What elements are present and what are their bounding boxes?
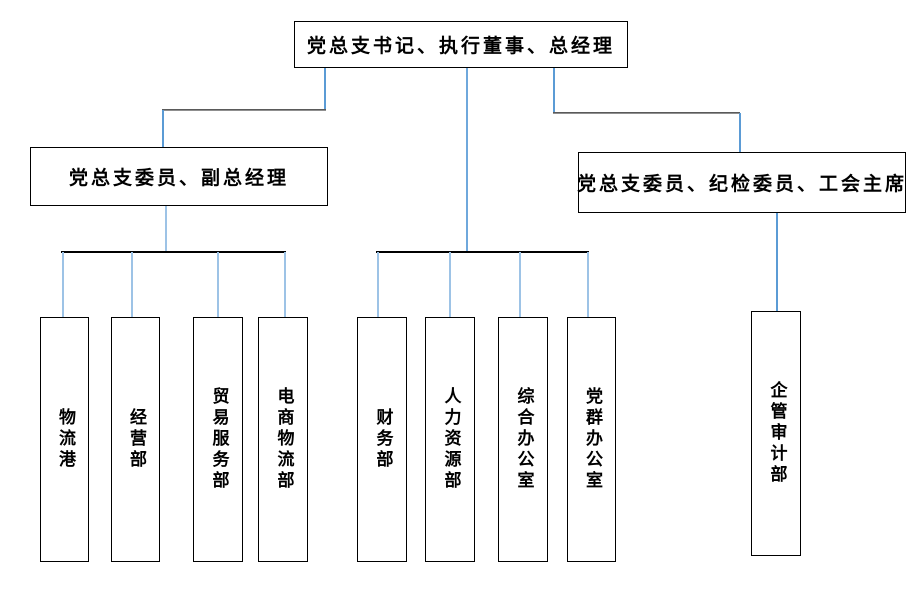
connector-middle-distribution-bar bbox=[376, 251, 589, 253]
connector-root-right-stub bbox=[553, 68, 555, 113]
org-box-committee-union-chair: 党总支委员、纪检委员、工会主席 bbox=[577, 152, 906, 213]
org-box-dept-finance: 财务部 bbox=[357, 317, 407, 562]
org-box-root: 党总支书记、执行董事、总经理 bbox=[294, 21, 628, 68]
dept-label: 财务部 bbox=[372, 408, 393, 471]
connector-drop-trade-services bbox=[217, 252, 219, 317]
dept-label: 综合办公室 bbox=[513, 387, 534, 492]
dept-label: 贸易服务部 bbox=[208, 387, 229, 492]
connector-drop-logistics-port bbox=[62, 252, 64, 317]
org-box-dept-logistics-port: 物流港 bbox=[40, 317, 89, 562]
connector-root-left-stub bbox=[324, 68, 326, 110]
org-box-dept-party-masses-office: 党群办公室 bbox=[567, 317, 616, 562]
org-box-dept-human-resources: 人力资源部 bbox=[425, 317, 475, 562]
dept-label: 经营部 bbox=[126, 408, 146, 471]
dept-label: 人力资源部 bbox=[440, 387, 461, 492]
connector-drop-human-resources bbox=[449, 252, 451, 317]
connector-left-distribution-bar bbox=[61, 251, 286, 253]
dept-label: 企管审计部 bbox=[766, 381, 787, 486]
connector-drop-operations bbox=[131, 252, 133, 317]
dept-label: 电商物流部 bbox=[273, 387, 294, 492]
connector-deputy-bottom-drop bbox=[165, 206, 167, 252]
connector-root-right-horizontal bbox=[553, 112, 740, 114]
org-box-dept-operations: 经营部 bbox=[111, 317, 160, 562]
connector-drop-ecommerce-logistics bbox=[284, 252, 286, 317]
dept-label: 党群办公室 bbox=[582, 387, 602, 492]
dept-label: 物流港 bbox=[55, 408, 75, 471]
connector-drop-finance bbox=[377, 252, 379, 317]
connector-drop-party-masses-office bbox=[587, 252, 589, 317]
org-box-deputy-general-manager: 党总支委员、副总经理 bbox=[30, 147, 328, 206]
org-box-dept-general-office: 综合办公室 bbox=[498, 317, 548, 562]
org-box-dept-audit: 企管审计部 bbox=[751, 311, 801, 556]
connector-committee-top-stub bbox=[739, 113, 741, 152]
connector-deputy-top-stub bbox=[162, 110, 164, 147]
connector-drop-audit bbox=[776, 213, 778, 311]
connector-drop-general-office bbox=[519, 252, 521, 317]
org-box-dept-ecommerce-logistics: 电商物流部 bbox=[258, 317, 308, 562]
connector-root-left-horizontal bbox=[162, 109, 326, 111]
connector-root-center-vertical bbox=[466, 68, 468, 252]
org-box-dept-trade-services: 贸易服务部 bbox=[193, 317, 243, 562]
